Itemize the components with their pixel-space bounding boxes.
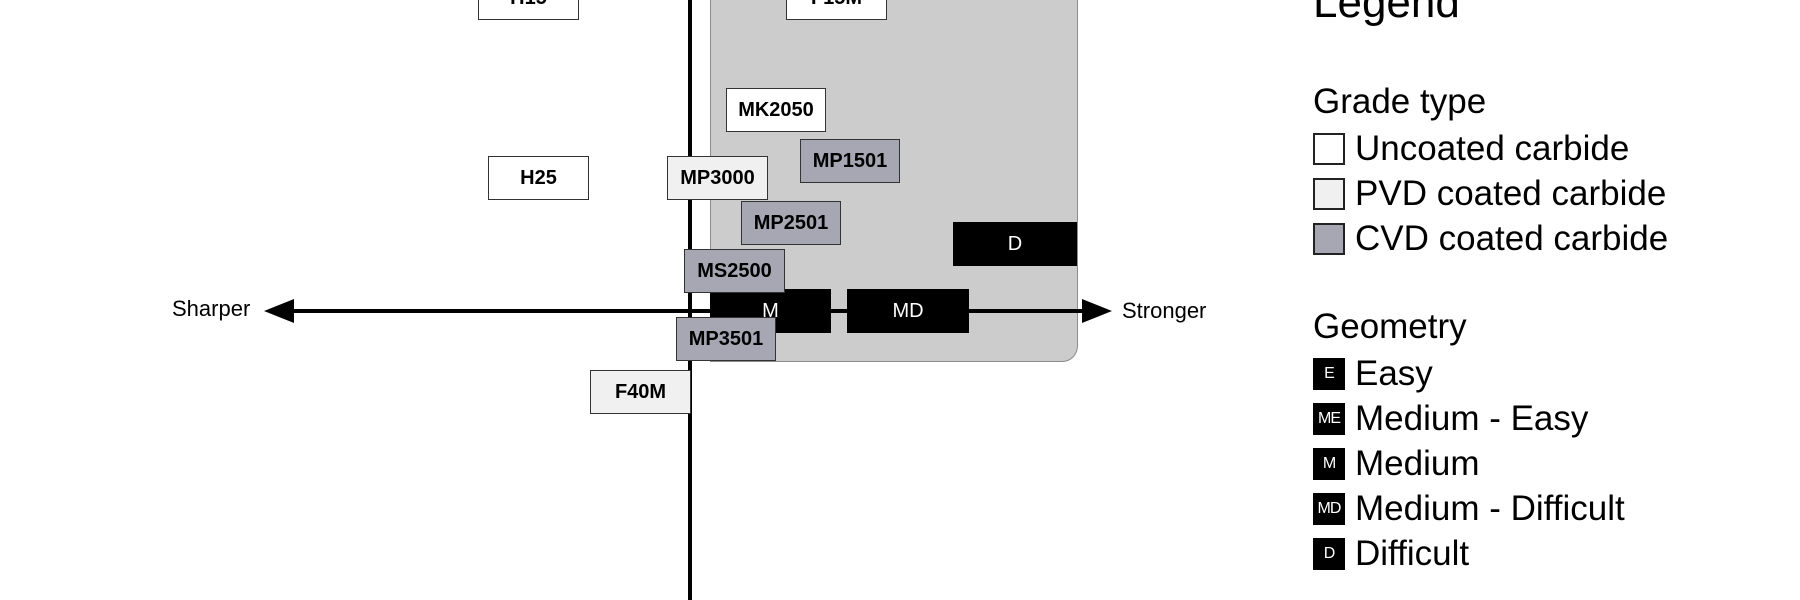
legend-label: Easy [1355, 354, 1433, 393]
legend-item-cvd: CVD coated carbide [1313, 219, 1669, 258]
geometry-d-icon: D [1313, 538, 1345, 570]
geometry-d: D [953, 222, 1077, 266]
legend-item-medium: M Medium [1313, 444, 1480, 483]
legend-label: PVD coated carbide [1355, 174, 1667, 213]
grade-h15: H15 [478, 0, 579, 20]
uncoated-swatch [1313, 133, 1345, 165]
arrow-right-icon [1082, 299, 1112, 323]
legend-item-difficult: D Difficult [1313, 534, 1470, 573]
geometry-e-icon: E [1313, 358, 1345, 390]
legend-label: Uncoated carbide [1355, 129, 1630, 168]
legend-item-pvd: PVD coated carbide [1313, 174, 1667, 213]
grade-mp3000: MP3000 [667, 156, 768, 200]
grade-mk2050: MK2050 [726, 88, 826, 132]
geometry-md: MD [847, 289, 969, 333]
legend-heading-grade-type: Grade type [1313, 82, 1487, 121]
arrow-left-icon [264, 299, 294, 323]
legend-label: Medium - Easy [1355, 399, 1589, 438]
grade-mp1501: MP1501 [800, 139, 900, 183]
legend-label: Difficult [1355, 534, 1470, 573]
axis-label-stronger: Stronger [1122, 298, 1207, 323]
legend-title: Legend [1313, 0, 1460, 27]
legend-heading-geometry: Geometry [1313, 307, 1467, 346]
vertical-axis [688, 0, 692, 600]
cvd-swatch [1313, 223, 1345, 255]
legend-panel: Legend Grade type Uncoated carbide PVD c… [1313, 0, 1793, 600]
legend-item-medium-easy: ME Medium - Easy [1313, 399, 1589, 438]
grade-f15m: F15M [786, 0, 887, 20]
geometry-md-icon: MD [1313, 493, 1345, 525]
geometry-me-icon: ME [1313, 403, 1345, 435]
legend-item-uncoated: Uncoated carbide [1313, 129, 1630, 168]
grade-f40m: F40M [590, 370, 691, 414]
grade-ms2500: MS2500 [684, 249, 785, 293]
pvd-swatch [1313, 178, 1345, 210]
legend-item-easy: E Easy [1313, 354, 1433, 393]
legend-label: Medium - Difficult [1355, 489, 1625, 528]
legend-label: Medium [1355, 444, 1480, 483]
horizontal-axis [290, 309, 1085, 313]
axis-label-sharper: Sharper [172, 296, 251, 321]
legend-item-medium-difficult: MD Medium - Difficult [1313, 489, 1625, 528]
grade-mp3501: MP3501 [676, 317, 776, 361]
grade-h25: H25 [488, 156, 589, 200]
grade-mp2501: MP2501 [741, 201, 841, 245]
legend-label: CVD coated carbide [1355, 219, 1669, 258]
geometry-m-icon: M [1313, 448, 1345, 480]
